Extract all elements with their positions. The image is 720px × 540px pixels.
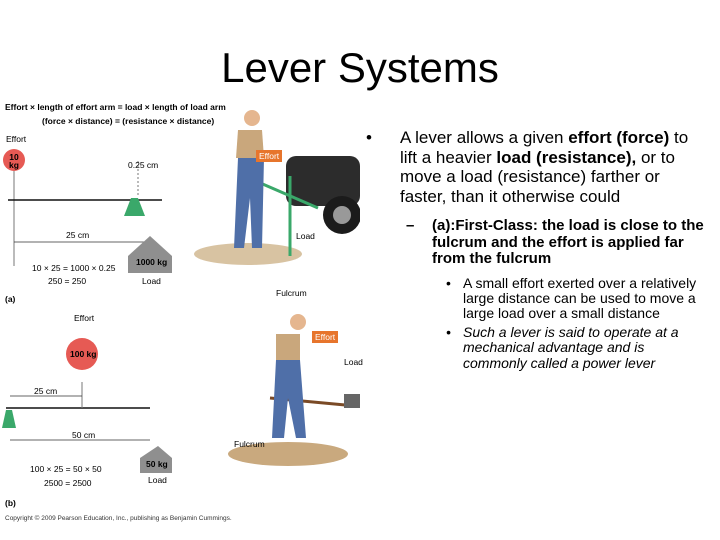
bullet-dot-icon: •: [446, 274, 451, 291]
ground-a: [194, 243, 302, 265]
effort-label-b: Effort: [74, 313, 95, 323]
long-distance-a-label: 25 cm: [66, 230, 90, 240]
load-weight-b: [140, 446, 172, 473]
load-weight-a: [128, 236, 172, 273]
bullet-list: • A lever allows a given effort (force) …: [366, 128, 706, 371]
sub-sub-bullet-1: • A small effort exerted over a relative…: [366, 274, 706, 322]
load-weight-b-label: 50 kg: [146, 459, 168, 469]
load-label-a: Load: [142, 276, 161, 286]
car-hub: [333, 206, 351, 224]
photo-load-b: Load: [344, 357, 363, 367]
lever-illustration: [2, 110, 362, 473]
man-head-b: [290, 314, 306, 330]
shovel-blade: [344, 394, 362, 408]
sub-sub-bullet-2-text: Such a lever is said to operate at a mec…: [463, 324, 679, 371]
long-distance-b-label: 50 cm: [72, 430, 96, 440]
photo-effort-a: Effort: [256, 150, 283, 162]
calc-a-line2: 250 = 250: [48, 276, 87, 286]
ground-b: [228, 442, 348, 466]
bullet-main-text3: or to move a load (resistance) farther o…: [400, 147, 675, 206]
bullet-main: • A lever allows a given effort (force) …: [366, 128, 706, 206]
fulcrum-b: [2, 410, 16, 428]
effort-weight-a-label: 10 kg: [9, 152, 19, 170]
sub-sub-bullet-1-text: A small effort exerted over a relatively…: [463, 274, 697, 321]
calc-a-line1: 10 × 25 = 1000 × 0.25: [32, 263, 116, 273]
photo-fulcrum-b: Fulcrum: [234, 439, 265, 449]
fulcrum-a: [124, 198, 145, 216]
effort-weight-a: [3, 149, 25, 171]
dash-icon: –: [406, 217, 415, 234]
formula-line1: Effort × length of effort arm = load × l…: [5, 102, 226, 112]
sub-sub-bullet-2: • Such a lever is said to operate at a m…: [366, 324, 706, 371]
sub-bullet-text: (a):First-Class: the load is close to th…: [432, 217, 704, 267]
bullet-main-bold2: load (resistance),: [496, 147, 637, 167]
short-distance-b-label: 25 cm: [34, 386, 58, 396]
bullet-dot-icon: •: [366, 128, 372, 147]
short-distance-a-label: 0.25 cm: [128, 160, 159, 170]
man-jeans-b: [272, 360, 306, 438]
effort-label-a: Effort: [6, 134, 27, 144]
man-shirt-b: [276, 334, 300, 360]
man-head-a: [244, 110, 260, 126]
effort-weight-b-label: 100 kg: [70, 349, 97, 359]
man-jeans-a: [234, 158, 264, 248]
car-body: [286, 156, 360, 206]
bullet-main-text1: A lever allows a given: [400, 128, 569, 147]
calc-b-line1: 100 × 25 = 50 × 50: [30, 464, 102, 474]
photo-fulcrum-a: Fulcrum: [276, 288, 307, 298]
lever-a-photo: [257, 180, 319, 210]
calc-b-line2: 2500 = 2500: [44, 478, 92, 488]
photo-effort-b: Effort: [312, 331, 339, 343]
lever-figure: Effort × length of effort arm = load × l…: [0, 98, 363, 528]
load-weight-a-label: 1000 kg: [136, 257, 168, 267]
bullet-dot-icon: •: [446, 324, 451, 341]
slide-title: Lever Systems: [221, 44, 499, 91]
load-label-b: Load: [148, 475, 167, 485]
panel-label-a: (a): [5, 294, 16, 304]
formula-line2: (force × distance) = (resistance × dista…: [42, 116, 215, 126]
bullet-main-bold1: effort (force): [568, 128, 670, 147]
copyright-note: Copyright © 2009 Pearson Education, Inc.…: [5, 515, 232, 522]
effort-weight-b: [66, 338, 98, 370]
panel-label-b: (b): [5, 498, 16, 508]
sub-bullet: – (a):First-Class: the load is close to …: [366, 217, 706, 268]
bullet-main-text2: to lift a heavier: [400, 128, 689, 167]
photo-load-a: Load: [296, 231, 315, 241]
